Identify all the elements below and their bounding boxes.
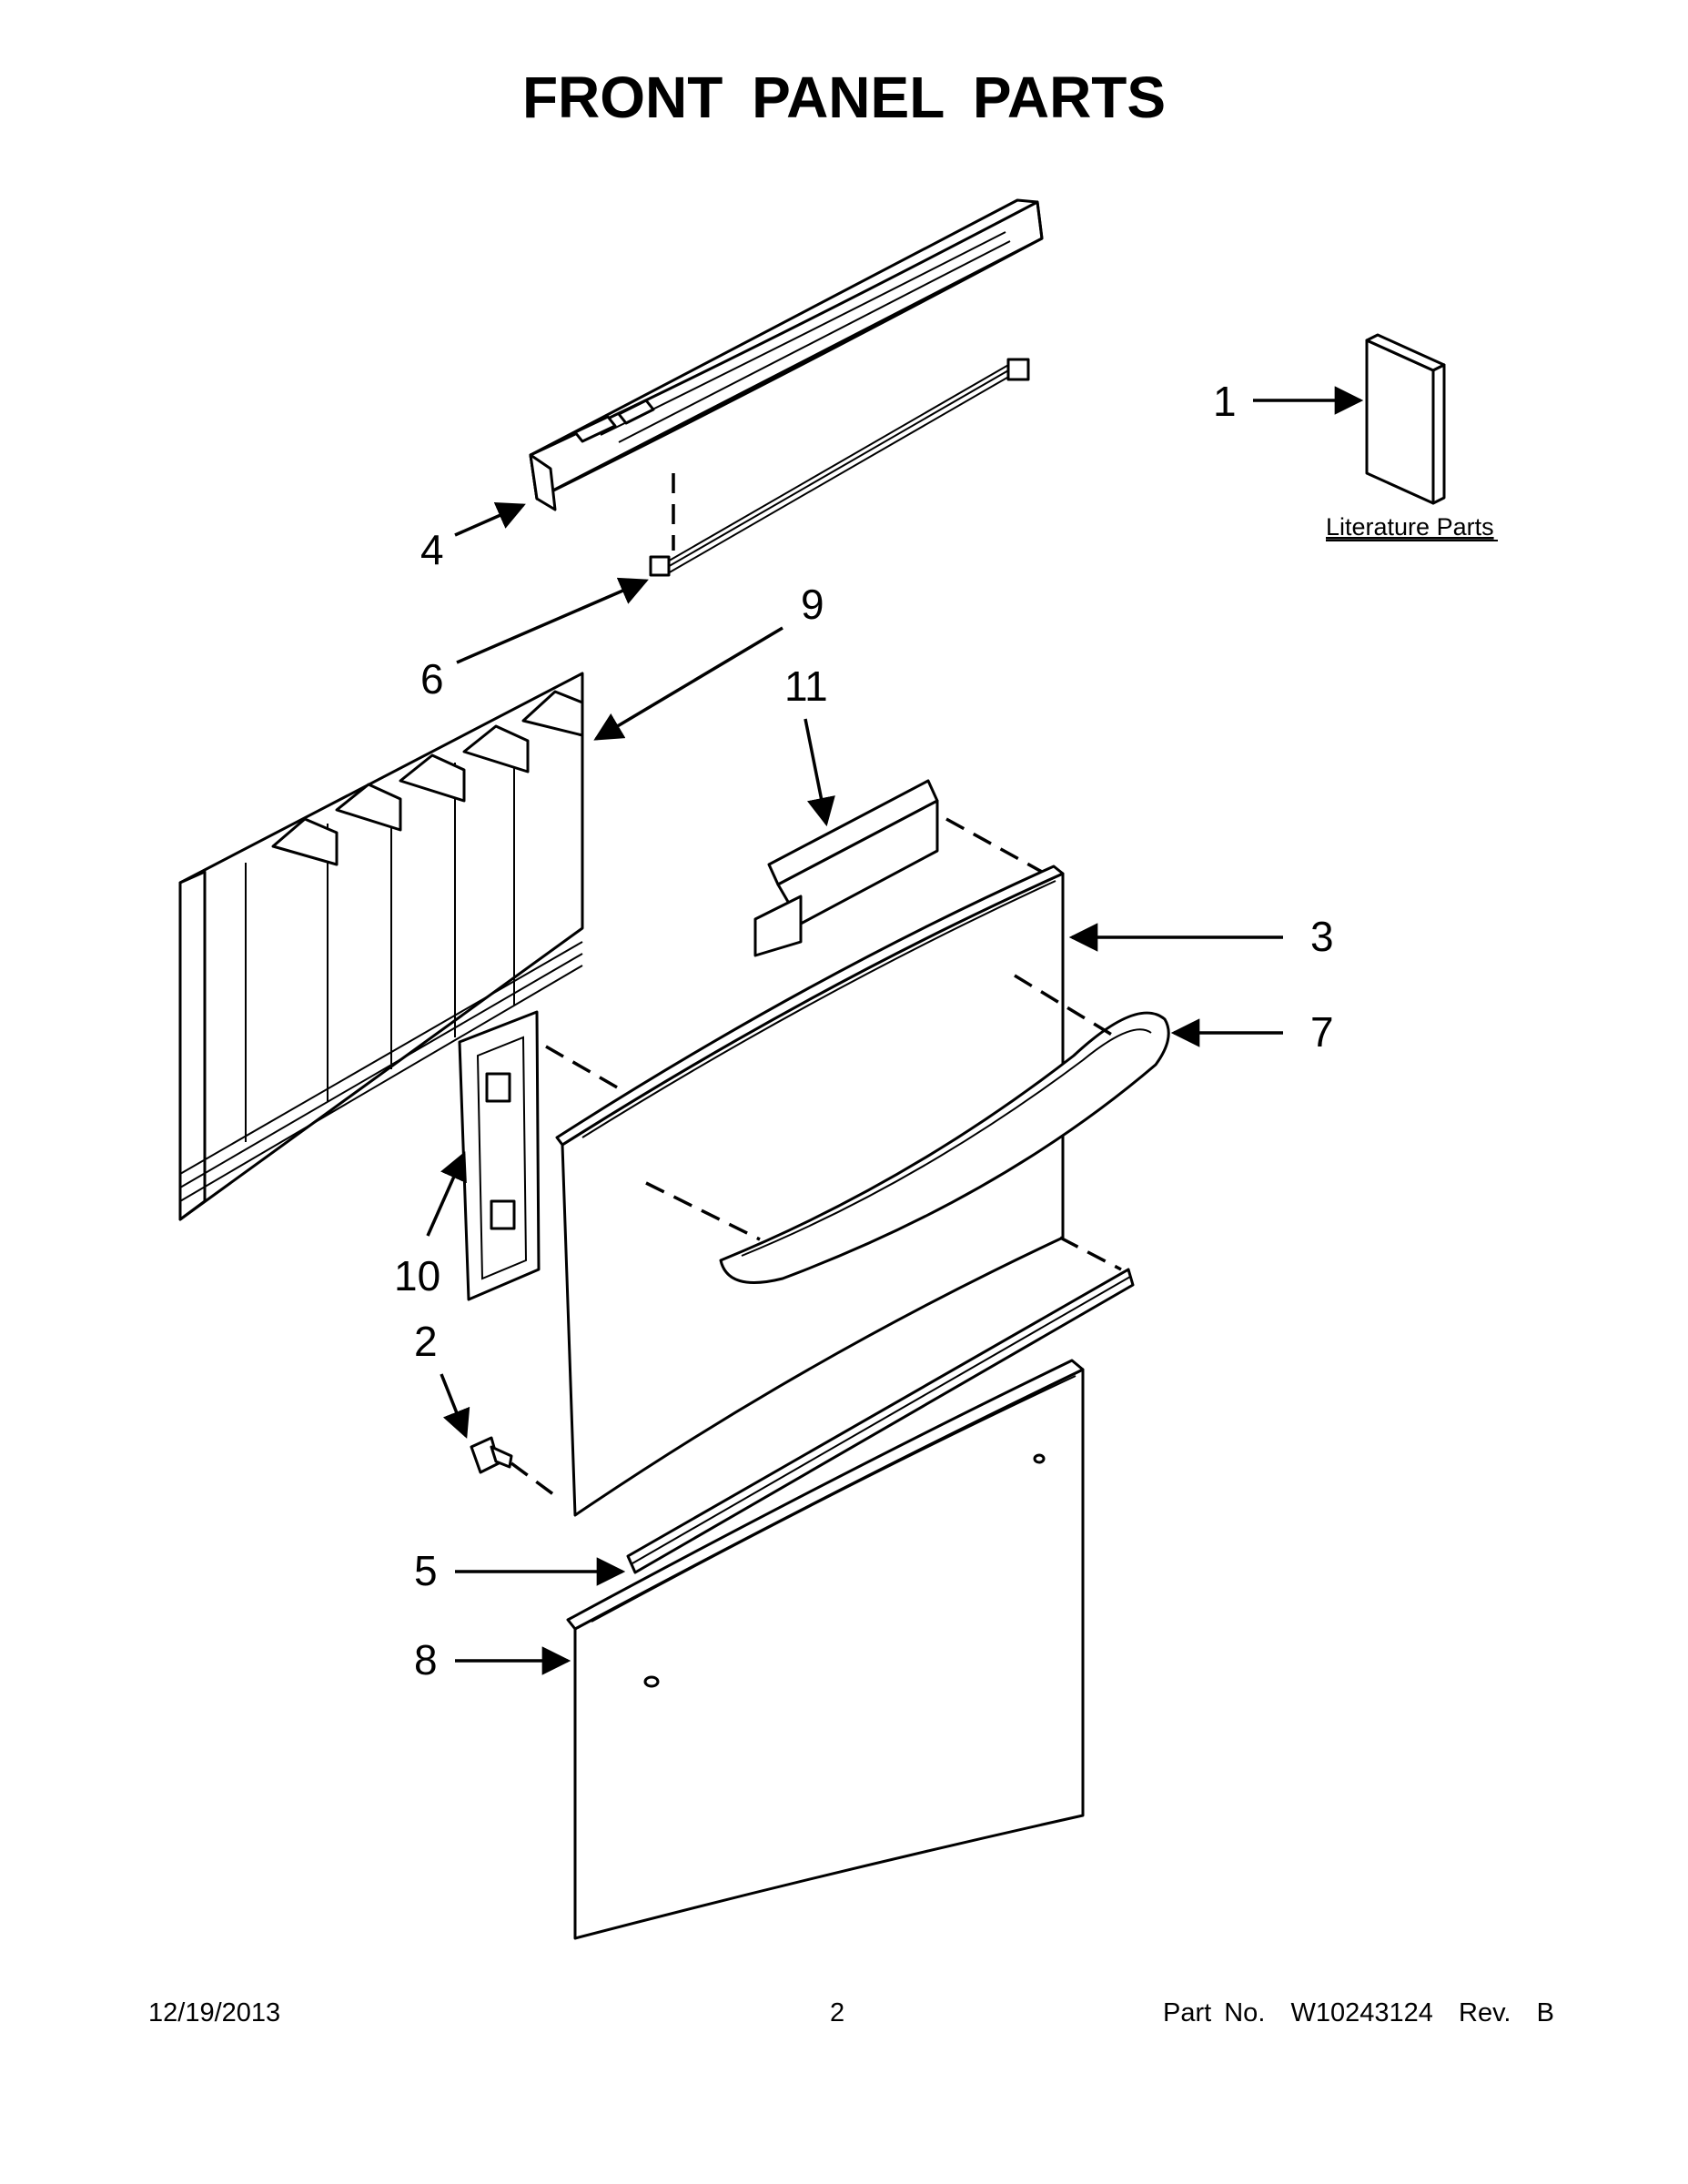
leader-11 — [804, 718, 835, 827]
assembly-line-handle-top — [1014, 974, 1120, 1041]
callout-11: 11 — [784, 662, 828, 710]
control-bezel — [529, 198, 1044, 511]
callout-8: 8 — [414, 1636, 438, 1684]
assembly-line-handle-bottom — [645, 1181, 761, 1241]
assembly-line-trim — [1059, 1236, 1122, 1271]
leader-4 — [454, 502, 526, 537]
leader-6 — [456, 577, 649, 664]
callout-10: 10 — [394, 1252, 440, 1299]
footer-part-number: Part No. W10243124 Rev. B — [1163, 1998, 1554, 2027]
callout-7: 7 — [1310, 1008, 1334, 1056]
assembly-line-side-bracket — [545, 1045, 620, 1090]
trim-strip — [626, 1268, 1135, 1574]
leader-2 — [440, 1373, 470, 1439]
literature-parts-label: Literature Parts — [1326, 513, 1494, 541]
assembly-line-bracket — [945, 817, 1043, 874]
side-bracket — [458, 1010, 541, 1301]
assembly-line-screw — [510, 1461, 559, 1499]
leader-9 — [593, 626, 783, 741]
drawer-frame — [178, 672, 584, 1221]
wire-harness — [649, 358, 1030, 577]
callout-5: 5 — [414, 1547, 438, 1594]
footer-page-number: 2 — [830, 1998, 845, 2027]
upper-drawer-panel — [555, 864, 1065, 1517]
callout-2: 2 — [414, 1318, 438, 1365]
door-handle — [719, 1011, 1170, 1284]
callout-4: 4 — [420, 526, 444, 573]
literature-booklet — [1365, 333, 1446, 505]
callout-6: 6 — [420, 655, 444, 703]
leader-10 — [426, 1151, 467, 1237]
callout-9: 9 — [801, 581, 824, 628]
page-title: FRONT PANEL PARTS — [521, 65, 1167, 130]
upper-bracket — [753, 779, 939, 957]
lower-drawer-panel — [566, 1359, 1085, 1940]
footer-date: 12/19/2013 — [148, 1998, 281, 2027]
callout-3: 3 — [1310, 913, 1334, 960]
screw — [470, 1436, 513, 1474]
callout-1: 1 — [1213, 378, 1237, 425]
